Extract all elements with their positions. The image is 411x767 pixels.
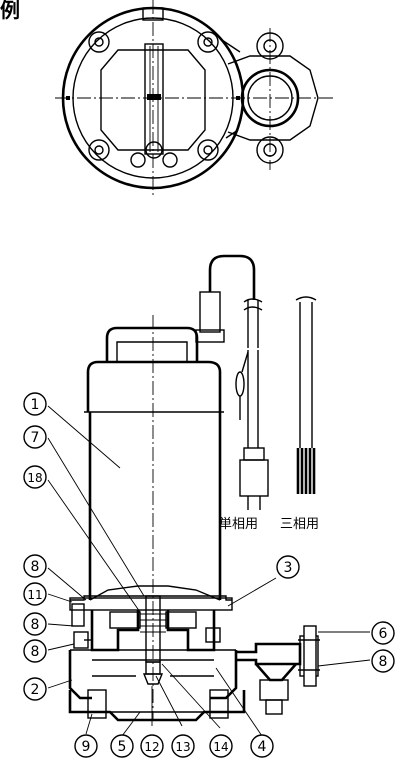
callout-7: 7 [23,425,47,449]
callout-18-number: 18 [27,471,42,485]
callout-6: 6 [371,621,395,645]
callout-11: 11 [23,582,47,606]
three-phase-label: 三相用 [280,517,319,532]
top-view [55,0,335,196]
callout-1: 1 [23,392,47,416]
callout-4-number: 4 [258,739,267,755]
callout-8-a: 8 [23,554,47,578]
callout-13: 13 [171,734,195,758]
callout-6-number: 6 [379,626,388,642]
callout-18: 18 [23,465,47,489]
callout-8-b-number: 8 [31,617,40,633]
callout-14-number: 14 [213,740,228,754]
mechanical-seal [140,613,166,633]
callout-2: 2 [23,677,47,701]
callout-8-c-number: 8 [31,644,40,660]
callout-3-number: 3 [284,560,293,576]
callout-12: 12 [140,734,164,758]
callout-4: 4 [250,734,274,758]
callout-5: 5 [110,734,134,758]
side-view [68,254,320,722]
callout-3: 3 [276,555,300,579]
callout-7-number: 7 [31,430,40,446]
callout-13-number: 13 [175,740,190,754]
callout-8-d-number: 8 [379,654,388,670]
callout-2-number: 2 [31,682,40,698]
callout-11-number: 11 [27,588,42,602]
callout-9: 9 [74,734,98,758]
callout-8-a-number: 8 [31,559,40,575]
leader-lines [47,405,371,737]
callout-8-b: 8 [23,612,47,636]
corner-label: 例 [0,0,20,22]
single-phase-label: 単相用 [219,516,258,532]
callout-14: 14 [209,734,233,758]
three-phase-leads [296,448,316,494]
callout-5-number: 5 [118,739,127,755]
callout-8-c: 8 [23,639,47,663]
callout-12-number: 12 [144,740,159,754]
callout-9-number: 9 [82,739,91,755]
callout-8-d: 8 [371,649,395,673]
callout-1-number: 1 [31,397,40,413]
